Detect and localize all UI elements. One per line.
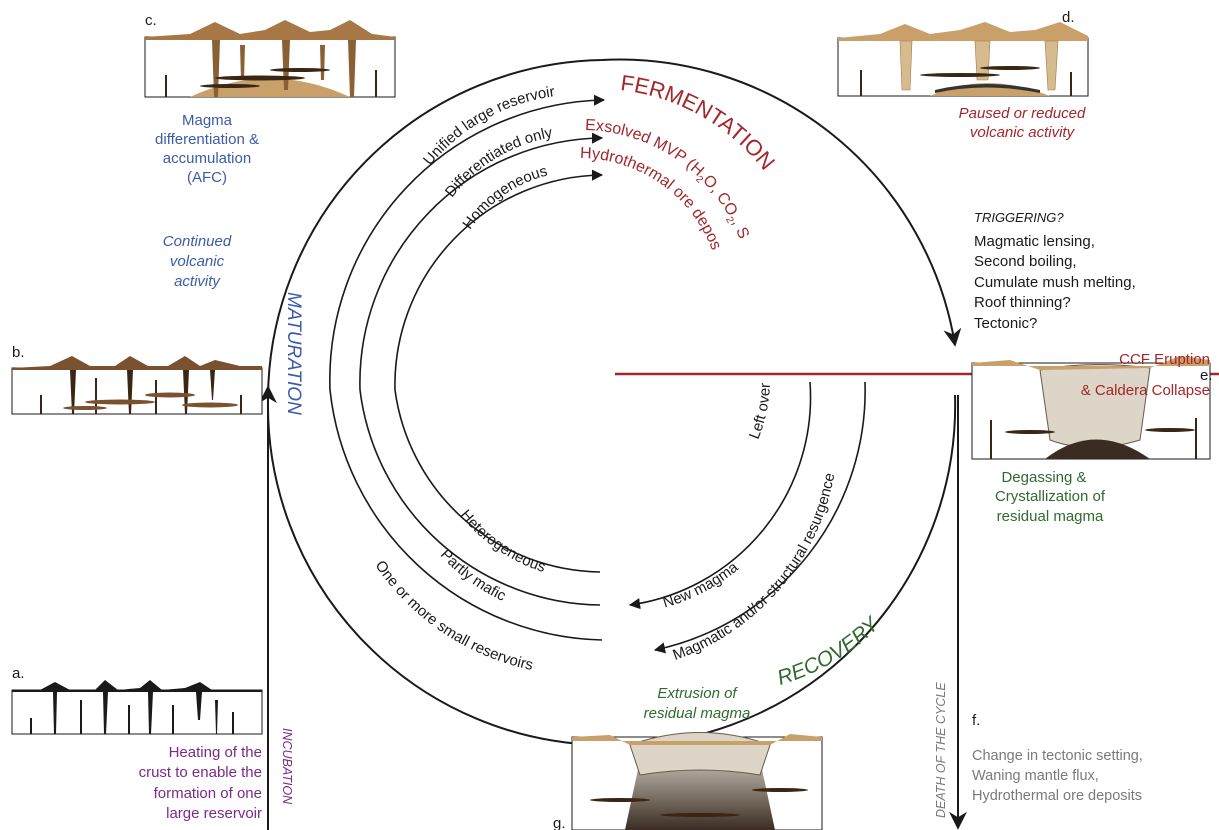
outer-arc-recovery [266, 394, 957, 747]
panel-d [837, 22, 1089, 97]
svg-text:Change in tectonic setting,: Change in tectonic setting, [972, 748, 1143, 764]
stage-death: DEATH OF THE CYCLE [934, 682, 948, 818]
caption-d: Paused or reduced volcanic activity [959, 105, 1086, 141]
svg-text:activity: activity [174, 273, 221, 290]
svg-text:Roof thinning?: Roof thinning? [974, 294, 1071, 311]
label-left-over: Left over [746, 383, 774, 442]
caption-g: Extrusion of residual magma [644, 685, 751, 722]
svg-text:Degassing &: Degassing & [1001, 469, 1086, 486]
outer-arc-maturation [267, 58, 962, 401]
caption-e: Degassing & Crystallization of residual … [995, 469, 1106, 525]
panel-e [971, 356, 1211, 460]
svg-text:volcanic activity: volcanic activity [970, 124, 1076, 141]
svg-text:differentiation &: differentiation & [155, 131, 259, 148]
svg-text:accumulation: accumulation [163, 150, 251, 167]
stage-incubation: INCUBATION [280, 728, 294, 805]
stage-recovery: RECOVERY [774, 612, 884, 690]
caption-f: Change in tectonic setting, Waning mantl… [972, 748, 1143, 804]
panel-d-letter: d. [1062, 9, 1075, 26]
stage-fermentation: FERMENTATION [619, 70, 780, 175]
cycle-arrows [259, 58, 967, 830]
label-resurgence: Magmatic and/or structural resurgence [670, 472, 838, 664]
stage-maturation: MATURATION [283, 292, 304, 415]
arc-partly-mafic [359, 389, 601, 606]
svg-text:Paused or reduced: Paused or reduced [959, 105, 1086, 122]
svg-text:& Caldera Collapse: & Caldera Collapse [1081, 382, 1210, 399]
svg-text:CCF Eruption: CCF Eruption [1119, 351, 1210, 368]
svg-text:Crystallization of: Crystallization of [995, 488, 1106, 505]
svg-text:Continued: Continued [163, 233, 232, 250]
arc-homogeneous [394, 169, 604, 391]
svg-text:Hydrothermal ore deposits: Hydrothermal ore deposits [972, 788, 1142, 804]
arc-resurgence [653, 381, 866, 654]
panel-b-letter: b. [12, 344, 25, 361]
label-small-reservoirs: One or more small reservoirs [372, 557, 535, 673]
panel-f-letter: f. [972, 712, 980, 729]
svg-text:Magma: Magma [182, 112, 233, 129]
triggering-title: TRIGGERING? [974, 210, 1064, 225]
svg-text:large reservoir: large reservoir [166, 805, 262, 822]
caption-continued: Continued volcanic activity [163, 233, 232, 290]
panel-g-letter: g. [553, 815, 566, 830]
triggering-list: TRIGGERING? Magmatic lensing, Second boi… [974, 210, 1136, 332]
arc-heterogeneous [394, 389, 601, 573]
panel-e-letter: e. [1200, 367, 1213, 384]
panel-c [144, 20, 396, 98]
svg-text:volcanic: volcanic [170, 253, 225, 270]
panel-a-letter: a. [12, 665, 25, 682]
svg-text:Second boiling,: Second boiling, [974, 253, 1077, 270]
svg-text:residual magma: residual magma [644, 705, 751, 722]
caption-c: Magma differentiation & accumulation (AF… [155, 112, 259, 186]
svg-text:Extrusion of: Extrusion of [657, 685, 738, 702]
arc-unified [329, 94, 606, 391]
arc-differentiated [359, 132, 604, 391]
svg-text:Tectonic?: Tectonic? [974, 315, 1037, 332]
arc-new-magma [628, 381, 812, 610]
eruption-label: CCF Eruption & Caldera Collapse [1081, 351, 1210, 399]
svg-text:(AFC): (AFC) [187, 169, 227, 186]
panel-g [571, 732, 823, 830]
svg-text:residual magma: residual magma [997, 508, 1104, 525]
arc-small-reservoirs [329, 389, 603, 641]
svg-text:crust to enable the: crust to enable the [139, 764, 262, 781]
panel-c-letter: c. [145, 12, 157, 29]
svg-text:Magmatic lensing,: Magmatic lensing, [974, 233, 1095, 250]
label-new-magma: New magma [661, 558, 742, 611]
svg-text:Heating of the: Heating of the [169, 744, 262, 761]
panel-a [11, 680, 263, 735]
svg-text:formation of one: formation of one [154, 785, 262, 802]
caption-a: Heating of the crust to enable the forma… [139, 744, 262, 822]
svg-text:Waning mantle flux,: Waning mantle flux, [972, 768, 1099, 784]
panel-b [11, 356, 263, 415]
svg-text:Cumulate mush melting,: Cumulate mush melting, [974, 274, 1136, 291]
